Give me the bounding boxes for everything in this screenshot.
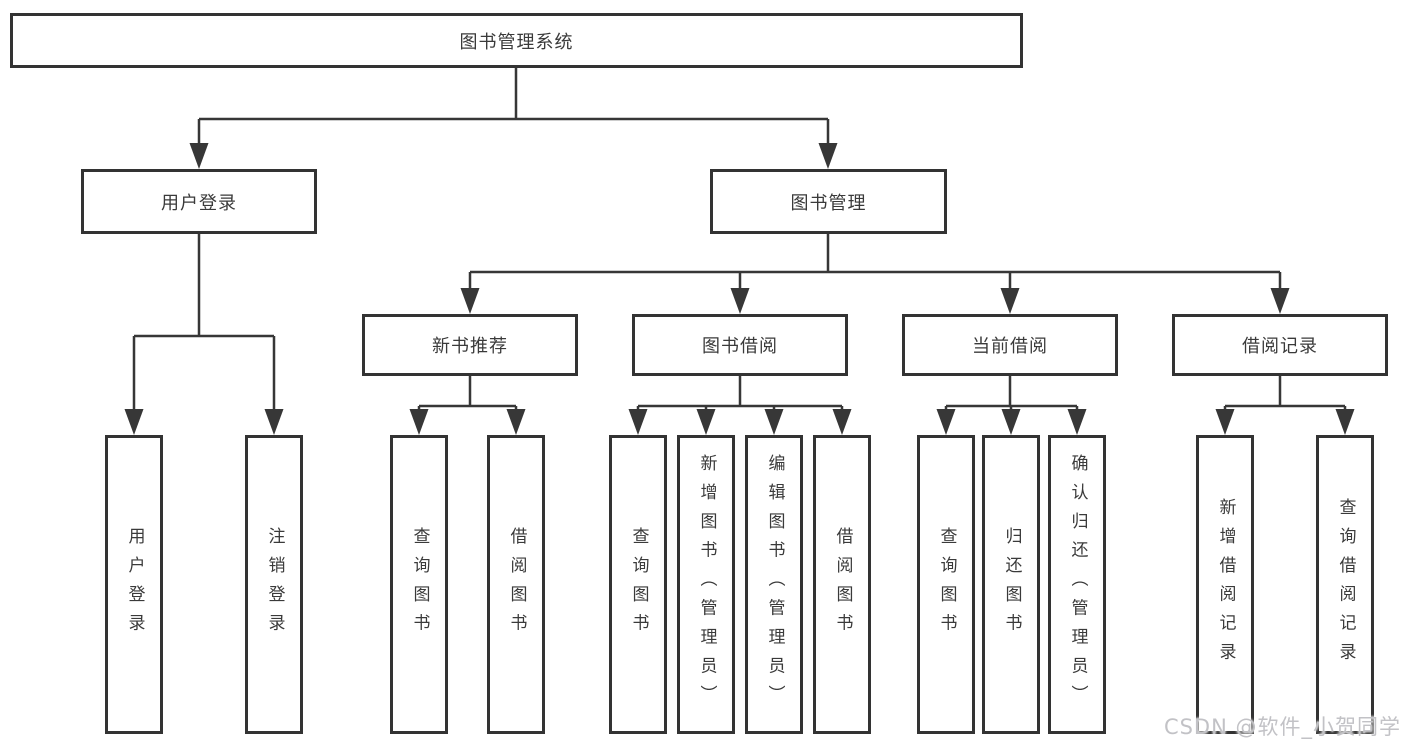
connector-book-borrow-to-leaves (628, 376, 852, 435)
connector-current-borrow-to-leaves (936, 376, 1087, 435)
leaf-add-borrow-record: 新增借阅记录 (1196, 435, 1254, 734)
leaf-logout: 注销登录 (245, 435, 303, 734)
leaf-borrow-books-1: 借阅图书 (487, 435, 545, 734)
leaf-edit-book-admin: 编辑图书（管理员） (745, 435, 803, 734)
connector-book-management-to-level3 (460, 234, 1290, 314)
leaf-query-books-2: 查询图书 (609, 435, 667, 734)
node-book-management: 图书管理 (710, 169, 947, 234)
leaf-return-book: 归还图书 (982, 435, 1040, 734)
leaf-query-books-3: 查询图书 (917, 435, 975, 734)
connector-root-to-level2 (189, 68, 838, 169)
connector-user-login-to-leaves (124, 234, 284, 435)
node-current-borrow: 当前借阅 (902, 314, 1118, 376)
watermark: CSDN @软件_小贺同学 (1163, 715, 1401, 739)
node-root: 图书管理系统 (10, 13, 1023, 68)
leaf-user-login: 用户登录 (105, 435, 163, 734)
leaf-add-book-admin: 新增图书（管理员） (677, 435, 735, 734)
connector-new-book-recommend-to-leaves (409, 376, 526, 435)
leaf-confirm-return-admin: 确认归还（管理员） (1048, 435, 1106, 734)
leaf-borrow-books-2: 借阅图书 (813, 435, 871, 734)
leaf-query-borrow-record: 查询借阅记录 (1316, 435, 1374, 734)
node-borrow-records: 借阅记录 (1172, 314, 1388, 376)
connector-borrow-records-to-leaves (1215, 376, 1355, 435)
leaf-query-books-1: 查询图书 (390, 435, 448, 734)
node-book-borrow: 图书借阅 (632, 314, 848, 376)
node-new-book-recommend: 新书推荐 (362, 314, 578, 376)
node-user-login: 用户登录 (81, 169, 317, 234)
